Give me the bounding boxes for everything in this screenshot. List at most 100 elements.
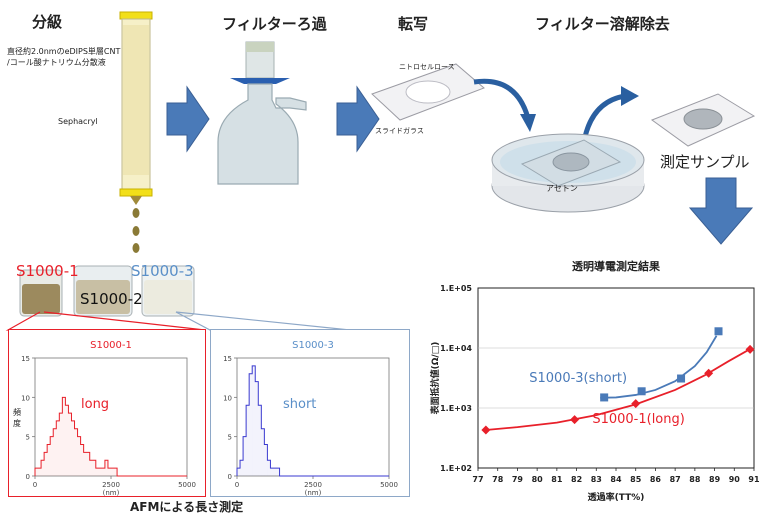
x-tick-label: 81 [551, 475, 563, 484]
slide-glass-label: スライドガラス [375, 127, 424, 135]
histogram-bar [83, 452, 87, 476]
histogram-bar [62, 397, 66, 476]
x-tick-label: 5000 [178, 481, 196, 489]
x-tick-label: 87 [670, 475, 681, 484]
x-tick-label: 83 [591, 475, 602, 484]
data-point [745, 344, 755, 354]
histogram-annotation: long [81, 397, 109, 412]
histogram-bar [255, 381, 259, 476]
histogram-bar [77, 436, 81, 476]
x-tick-label: 88 [689, 475, 701, 484]
vials [19, 265, 195, 317]
histogram-bar [249, 373, 253, 476]
x-tick-label: 78 [492, 475, 504, 484]
data-point [637, 387, 646, 396]
y-tick-label: 0 [228, 473, 232, 481]
histogram-bar [273, 468, 277, 476]
x-tick-label: 90 [729, 475, 741, 484]
histogram-bar [47, 444, 51, 476]
x-axis-label: (nm) [305, 489, 322, 496]
x-tick-label: 85 [630, 475, 642, 484]
x-tick-label: 77 [472, 475, 483, 484]
y-tick-label: 5 [228, 434, 232, 442]
histogram-bar [59, 413, 63, 476]
histogram-bar [86, 452, 90, 476]
chart-title: 透明導電測定結果 [572, 259, 660, 273]
x-tick-label: 2500 [304, 481, 322, 489]
histogram-bar [258, 405, 262, 476]
x-tick-label: 5000 [380, 481, 398, 489]
x-tick-label: 86 [650, 475, 662, 484]
histogram-bar [80, 444, 84, 476]
data-point [631, 399, 641, 409]
step-title-filter-removal: フィルター溶解除去 [535, 15, 670, 33]
histogram-bar [50, 436, 54, 476]
histogram-bar [44, 452, 48, 476]
x-axis-label: 透過率(TT%) [588, 491, 645, 503]
histogram-bar [68, 413, 72, 476]
series-label: S1000-3(short) [529, 371, 627, 386]
histogram-bar [35, 468, 39, 476]
histogram-title: S1000-3 [292, 340, 334, 351]
histogram-bar [240, 460, 244, 476]
filtration-flask [217, 41, 307, 185]
y-tick-label: 1.E+05 [440, 284, 472, 293]
histogram-bar [264, 444, 268, 476]
histogram-bar [41, 460, 45, 476]
histogram-bar [38, 468, 42, 476]
y-tick-label: 1.E+02 [440, 464, 472, 473]
y-axis-label: 表面抵抗値(Ω/□) [429, 342, 441, 416]
data-point [481, 425, 491, 435]
x-tick-label: 79 [512, 475, 524, 484]
histogram-bar [114, 468, 118, 476]
vial-label-s1000-2: S1000-2 [80, 290, 143, 308]
x-tick-label: 0 [235, 481, 239, 489]
x-tick-label: 82 [571, 475, 582, 484]
histogram-bar [104, 460, 108, 476]
x-tick-label: 84 [610, 475, 622, 484]
step-title-filtration: フィルターろ過 [222, 15, 327, 33]
nitrocellulose-label: ニトロセルロース [399, 63, 455, 71]
chromatography-column [116, 10, 156, 205]
curved-arrow-icon [473, 78, 536, 132]
y-tick-label: 1.E+04 [440, 344, 472, 353]
y-tick-label: 10 [21, 394, 30, 402]
sample-label: 測定サンプル [660, 153, 750, 171]
histogram-bar [92, 460, 96, 476]
histogram-bar [267, 460, 271, 476]
arrow-right-icon [166, 85, 210, 153]
histogram-bar [101, 468, 105, 476]
histogram-series [236, 365, 389, 477]
histogram-bar [246, 405, 250, 476]
x-tick-label: 91 [748, 475, 760, 484]
data-point [600, 393, 609, 402]
series-label: S1000-1(long) [592, 412, 685, 427]
petri-dish [491, 133, 645, 213]
histogram-bar [65, 405, 69, 476]
histogram-bar [252, 365, 256, 476]
histogram-annotation: short [283, 397, 316, 412]
arrow-right-icon [336, 85, 380, 153]
y-tick-label: 15 [223, 355, 232, 363]
histogram-series [34, 396, 187, 477]
histogram-bar [243, 436, 247, 476]
acetone-label: アセトン [546, 184, 578, 193]
data-point [704, 368, 714, 378]
sephacryl-label: Sephacryl [58, 117, 98, 126]
histogram-title: S1000-1 [90, 340, 132, 351]
vial-label-s1000-1: S1000-1 [16, 262, 79, 280]
y-tick-label: 5 [26, 434, 30, 442]
dispersion-label-2: /コール酸ナトリウム分散液 [7, 58, 106, 67]
droplets [132, 208, 140, 253]
histogram-bar [71, 420, 75, 476]
histogram-bar [107, 468, 111, 476]
histogram-bar [74, 428, 78, 476]
data-point [570, 415, 580, 425]
histogram-bar [95, 468, 99, 476]
histogram-bar [261, 428, 265, 476]
